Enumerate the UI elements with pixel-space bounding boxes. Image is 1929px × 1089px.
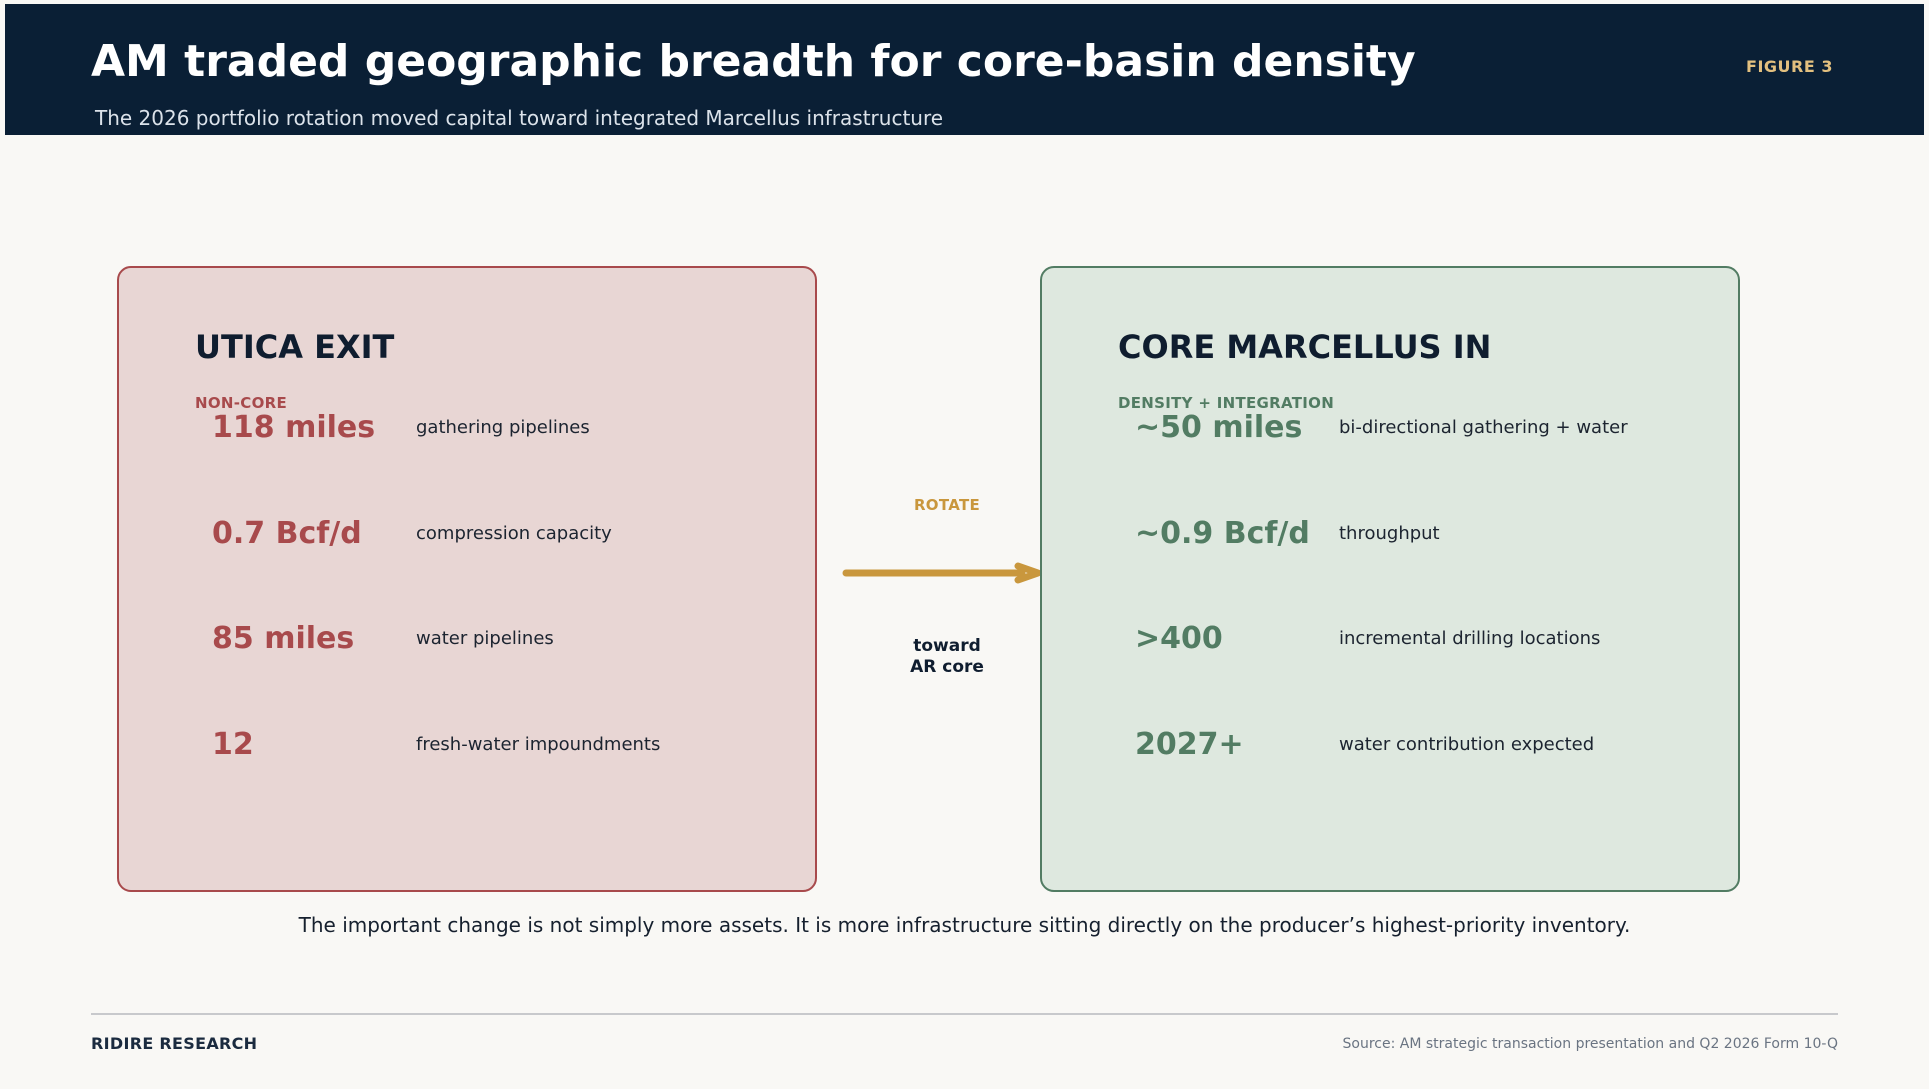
- toward-line-1: toward: [913, 636, 981, 656]
- metric-label: incremental drilling locations: [1339, 628, 1601, 649]
- metric-label: compression capacity: [416, 523, 612, 544]
- panel-subtitle: DENSITY + INTEGRATION: [1118, 394, 1335, 412]
- metric-value: 2027+: [1135, 727, 1244, 762]
- metric-value: ~50 miles: [1135, 410, 1303, 445]
- footer-divider: [91, 1013, 1838, 1015]
- utica-exit-panel: UTICA EXIT NON-CORE 118 miles gathering …: [117, 266, 817, 892]
- panel-title: UTICA EXIT: [195, 328, 395, 366]
- metric-value: ~0.9 Bcf/d: [1135, 516, 1310, 551]
- takeaway-text: The important change is not simply more …: [298, 913, 1631, 937]
- metric-row: ~50 miles bi-directional gathering + wat…: [1135, 408, 1715, 448]
- footer-source: Source: AM strategic transaction present…: [1342, 1036, 1838, 1052]
- arrow-right-icon: [842, 562, 1042, 584]
- panel-title: CORE MARCELLUS IN: [1118, 328, 1492, 366]
- page-title: AM traded geographic breadth for core-ba…: [91, 36, 1416, 87]
- metric-row: 12 fresh-water impoundments: [212, 725, 792, 765]
- metric-value: >400: [1135, 621, 1223, 656]
- metric-value: 118 miles: [212, 410, 376, 445]
- marcellus-in-panel: CORE MARCELLUS IN DENSITY + INTEGRATION …: [1040, 266, 1740, 892]
- footer-brand: RIDIRE RESEARCH: [91, 1034, 258, 1053]
- metric-value: 12: [212, 727, 254, 762]
- metric-row: 85 miles water pipelines: [212, 619, 792, 659]
- metric-label: water pipelines: [416, 628, 554, 649]
- metric-label: bi-directional gathering + water: [1339, 417, 1628, 438]
- metric-value: 0.7 Bcf/d: [212, 516, 362, 551]
- toward-line-2: AR core: [910, 657, 984, 677]
- header-banner: AM traded geographic breadth for core-ba…: [5, 4, 1924, 135]
- metric-row: 118 miles gathering pipelines: [212, 408, 792, 448]
- metric-row: 2027+ water contribution expected: [1135, 725, 1715, 765]
- rotate-label: ROTATE: [913, 496, 981, 514]
- page-subtitle: The 2026 portfolio rotation moved capita…: [95, 106, 944, 130]
- metric-value: 85 miles: [212, 621, 355, 656]
- figure-tag: FIGURE 3: [1746, 57, 1833, 76]
- metric-row: >400 incremental drilling locations: [1135, 619, 1715, 659]
- metric-label: fresh-water impoundments: [416, 734, 661, 755]
- metric-label: water contribution expected: [1339, 734, 1595, 755]
- toward-label: toward AR core: [887, 636, 1007, 678]
- metric-label: gathering pipelines: [416, 417, 590, 438]
- panel-subtitle: NON-CORE: [195, 394, 288, 412]
- metric-label: throughput: [1339, 523, 1440, 544]
- metric-row: 0.7 Bcf/d compression capacity: [212, 514, 792, 554]
- metric-row: ~0.9 Bcf/d throughput: [1135, 514, 1715, 554]
